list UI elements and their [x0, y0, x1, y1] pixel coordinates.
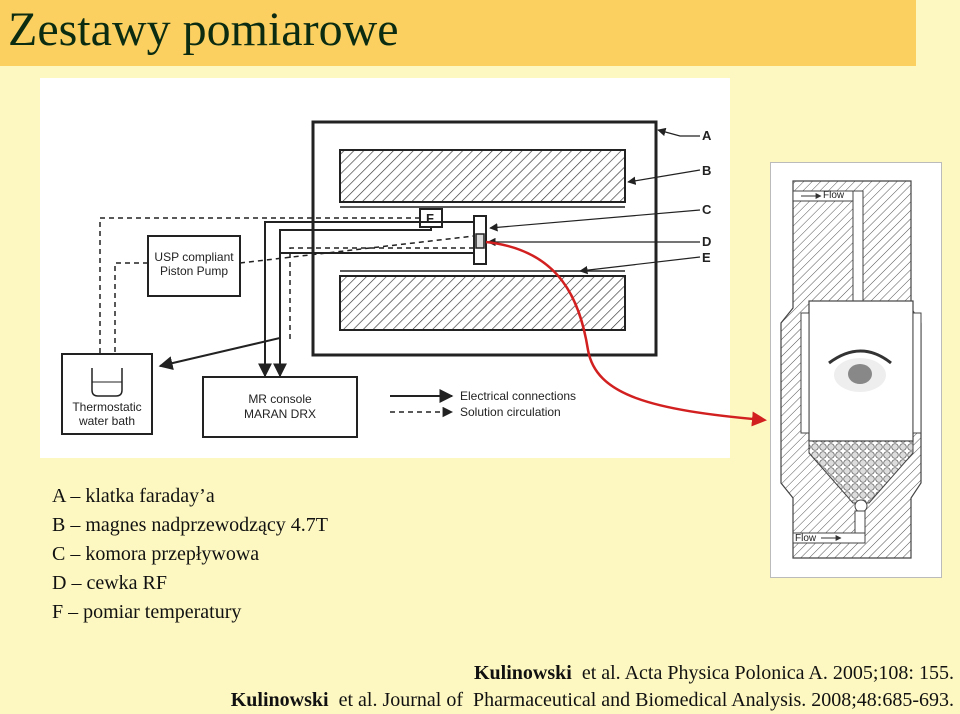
- bath-label-2: water bath: [78, 414, 135, 428]
- console-label-2: MARAN DRX: [244, 407, 316, 421]
- marker-c: C: [702, 202, 712, 217]
- bath-label-1: Thermostatic: [72, 400, 141, 414]
- legend-electrical: Electrical connections: [460, 389, 576, 403]
- reference-1-rest: et al. Acta Physica Polonica A. 2005;108…: [571, 662, 954, 684]
- marker-f: F: [426, 211, 434, 226]
- legend-item-c: C – komora przepływowa: [52, 543, 260, 565]
- bead-bed: [808, 440, 914, 504]
- legend-item-f: F – pomiar temperatury: [52, 601, 242, 623]
- pump-label-1: USP compliant: [154, 250, 234, 264]
- pump-label-2: Piston Pump: [160, 264, 228, 278]
- mr-console-box: [202, 376, 358, 438]
- console-label-1: MR console: [248, 392, 312, 406]
- flow-top-label: Flow: [823, 190, 845, 201]
- component-legend: A – klatka faraday’a B – magnes nadprzew…: [52, 482, 328, 627]
- legend-item-a: A – klatka faraday’a: [52, 485, 215, 507]
- water-bath-box: [61, 353, 153, 435]
- pump-box: [147, 235, 241, 297]
- magnet-lower: [339, 275, 626, 331]
- rf-coil: [475, 233, 485, 249]
- title-bar: Zestawy pomiarowe: [0, 0, 916, 66]
- slide-title: Zestawy pomiarowe: [8, 3, 399, 56]
- flow-bottom-label: Flow: [795, 533, 817, 544]
- reference-2-author: Kulinowski: [230, 689, 329, 711]
- faraday-cage: [311, 120, 658, 357]
- marker-b: B: [702, 163, 711, 178]
- reference-2: Kulinowski et al. Journal of Pharmaceuti…: [231, 687, 954, 714]
- marker-e: E: [702, 250, 711, 265]
- setup-diagram: F A B C D E USP compliant Piston Pump Th…: [40, 78, 730, 458]
- marker-d: D: [702, 234, 711, 249]
- reference-1-author: Kulinowski: [473, 662, 572, 684]
- reference-2-rest: et al. Journal of Pharmaceutical and Bio…: [328, 689, 954, 711]
- tablet-icon: [828, 349, 892, 365]
- beaker-icon: [91, 368, 123, 397]
- magnet-upper: [339, 149, 626, 203]
- legend-item-d: D – cewka RF: [52, 572, 167, 594]
- reference-1: Kulinowski et al. Acta Physica Polonica …: [231, 660, 954, 687]
- references: Kulinowski et al. Acta Physica Polonica …: [231, 660, 954, 714]
- flow-cell-diagram: Flow Flow: [770, 162, 942, 578]
- legend-solution: Solution circulation: [460, 405, 561, 419]
- legend-item-b: B – magnes nadprzewodzący 4.7T: [52, 514, 329, 536]
- marker-a: A: [702, 128, 712, 143]
